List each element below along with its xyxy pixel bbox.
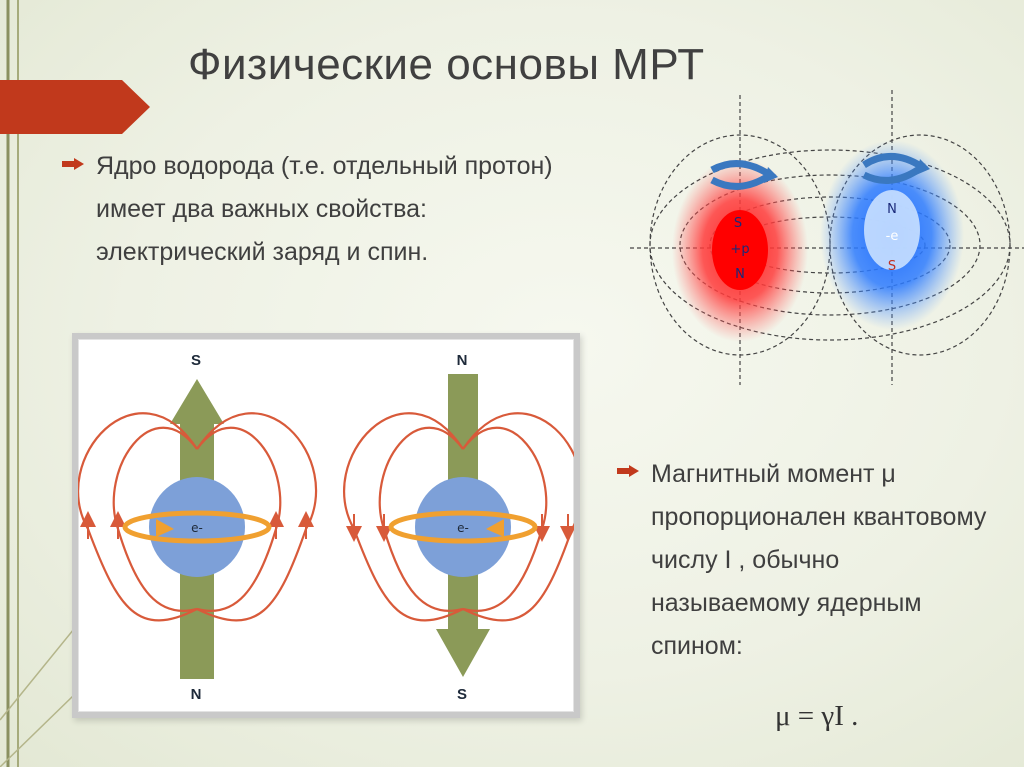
electron-label-middle: -e: [886, 229, 899, 244]
formula-mu-gamma-i: μ = γI .: [775, 700, 859, 732]
right-dipole: e-: [342, 374, 584, 677]
right-bottom-pole-label: S: [457, 686, 467, 703]
right-particle-label: e-: [457, 521, 469, 535]
proton-label-bottom: N: [735, 267, 745, 282]
title-accent-bar: [0, 80, 150, 134]
electron-core: [864, 190, 920, 270]
left-top-pole-label: S: [191, 352, 201, 369]
left-bottom-pole-label: N: [191, 686, 202, 703]
electron-label-top: N: [887, 202, 897, 217]
bullet-magnetic-moment: Магнитный момент μ пропорционален кванто…: [651, 460, 987, 660]
dipole-diagram-frame: S N N S e-: [72, 333, 584, 718]
electron-label-bottom: S: [888, 259, 896, 274]
right-top-pole-label: N: [457, 352, 468, 369]
magnetic-dipole-diagram: S N N S e-: [76, 352, 584, 703]
bullet-hydrogen-nucleus: Ядро водорода (т.е. отдельный протон) им…: [96, 152, 553, 266]
left-dipole: e-: [76, 379, 318, 679]
bullet-arrow-icon: [62, 158, 84, 170]
proton-electron-field-diagram: S +p N N -e S: [630, 90, 1024, 385]
left-particle-label: e-: [191, 521, 203, 535]
slide-title: Физические основы МРТ: [188, 40, 705, 89]
proton-label-top: S: [734, 216, 742, 231]
proton-label-middle: +p: [730, 242, 749, 257]
proton-core: [712, 210, 768, 290]
bullet-arrow-icon: [617, 465, 639, 477]
